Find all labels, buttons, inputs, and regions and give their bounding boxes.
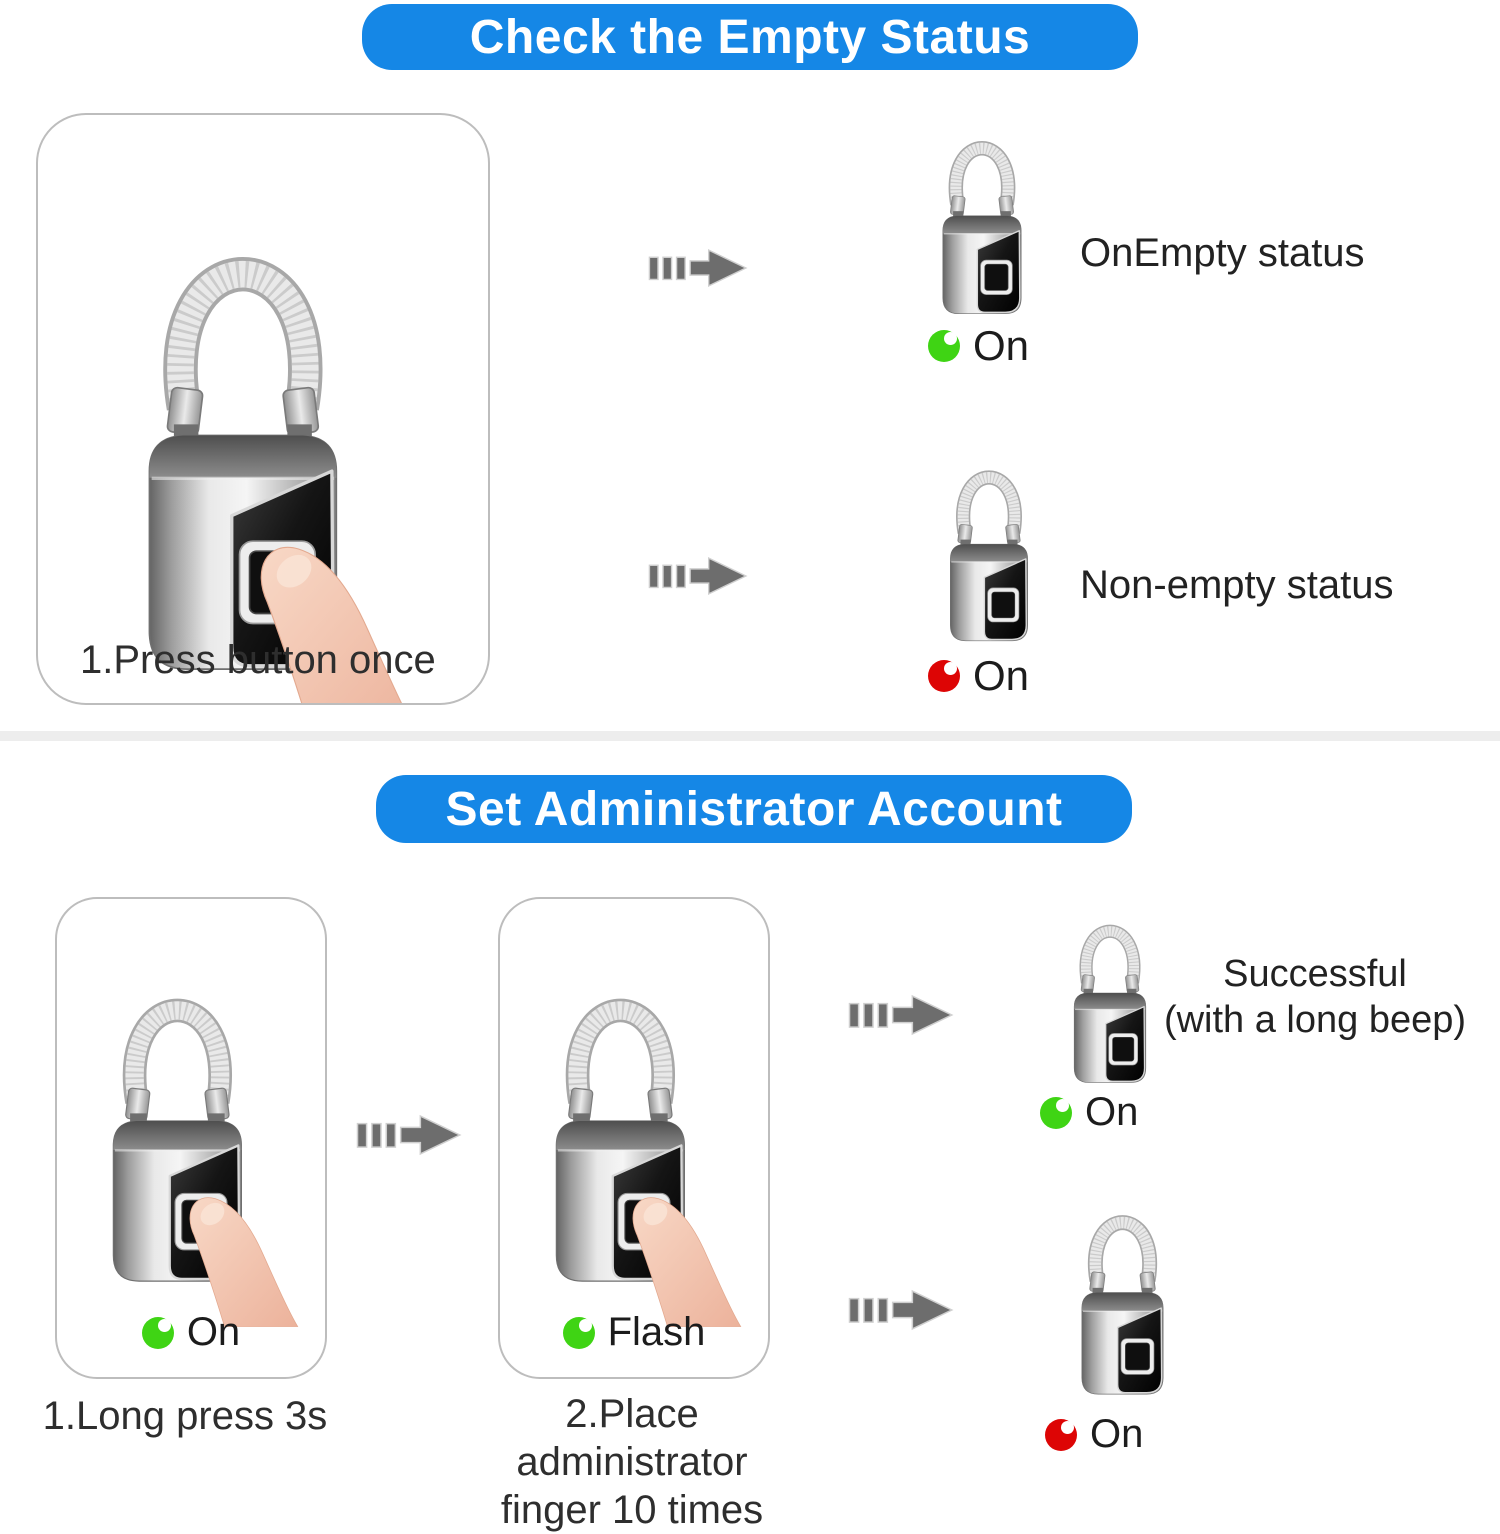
result-label-successful: Successful (with a long beep) xyxy=(1152,952,1478,1043)
led-status-text: Flash xyxy=(607,1310,706,1354)
padlock-finger-press-image xyxy=(506,915,750,1327)
section-title-set-admin: Set Administrator Account xyxy=(376,775,1132,843)
section-title-check-empty: Check the Empty Status xyxy=(362,4,1138,70)
dashed-right-arrow-icon xyxy=(848,1287,954,1338)
padlock-image-empty-status xyxy=(912,90,1052,323)
led-status-text: On xyxy=(1090,1412,1144,1456)
green-led-indicator xyxy=(928,330,960,362)
dashed-right-arrow-icon xyxy=(848,992,954,1043)
dashed-right-arrow-icon xyxy=(648,242,748,299)
red-led-indicator xyxy=(928,660,960,692)
label-line-1: Successful xyxy=(1223,953,1407,995)
fingerprint-padlock-finger-press-image xyxy=(76,135,432,705)
step-box-press-button: 1.Press button once xyxy=(36,113,490,705)
led-status-text: On xyxy=(186,1310,241,1354)
led-status-text: On xyxy=(1085,1090,1139,1134)
section-title-text: Set Administrator Account xyxy=(445,782,1063,836)
dashed-right-arrow-icon xyxy=(648,550,748,607)
step-box-place-finger: Flash xyxy=(498,897,770,1379)
dashed-right-arrow-icon xyxy=(356,1112,462,1163)
status-indicator-successful: On xyxy=(1040,1090,1138,1135)
status-indicator-flash: Flash xyxy=(500,1310,768,1355)
padlock-image-failed xyxy=(1050,1162,1195,1404)
section-divider xyxy=(0,731,1500,741)
label-line-2: (with a long beep) xyxy=(1163,998,1467,1041)
step-caption-long-press: 1.Long press 3s xyxy=(42,1394,328,1438)
green-led-indicator xyxy=(141,1316,174,1349)
result-label-empty-status: OnEmpty status xyxy=(1080,231,1365,275)
led-status-text: On xyxy=(973,322,1030,369)
led-status-text: On xyxy=(973,652,1030,699)
step-box-long-press: On xyxy=(55,897,327,1379)
padlock-finger-press-image xyxy=(63,915,307,1327)
green-led-indicator xyxy=(1040,1096,1072,1129)
result-label-non-empty-status: Non-empty status xyxy=(1080,563,1394,607)
status-indicator-long-press: On xyxy=(57,1310,325,1355)
status-indicator-failed: On xyxy=(1045,1412,1143,1457)
section-title-text: Check the Empty Status xyxy=(469,10,1031,64)
step-caption: 1.Press button once xyxy=(80,638,436,682)
padlock-finger-press-image xyxy=(76,135,432,705)
step-caption-place-finger: 2.Place administrator finger 10 times xyxy=(470,1390,794,1534)
green-led-indicator xyxy=(562,1316,595,1349)
status-indicator-non-empty: On xyxy=(928,652,1029,700)
red-led-indicator xyxy=(1045,1418,1077,1451)
padlock-image-non-empty-status xyxy=(920,420,1058,650)
status-indicator-empty: On xyxy=(928,322,1029,370)
caption-line-2: finger 10 times xyxy=(500,1488,764,1532)
